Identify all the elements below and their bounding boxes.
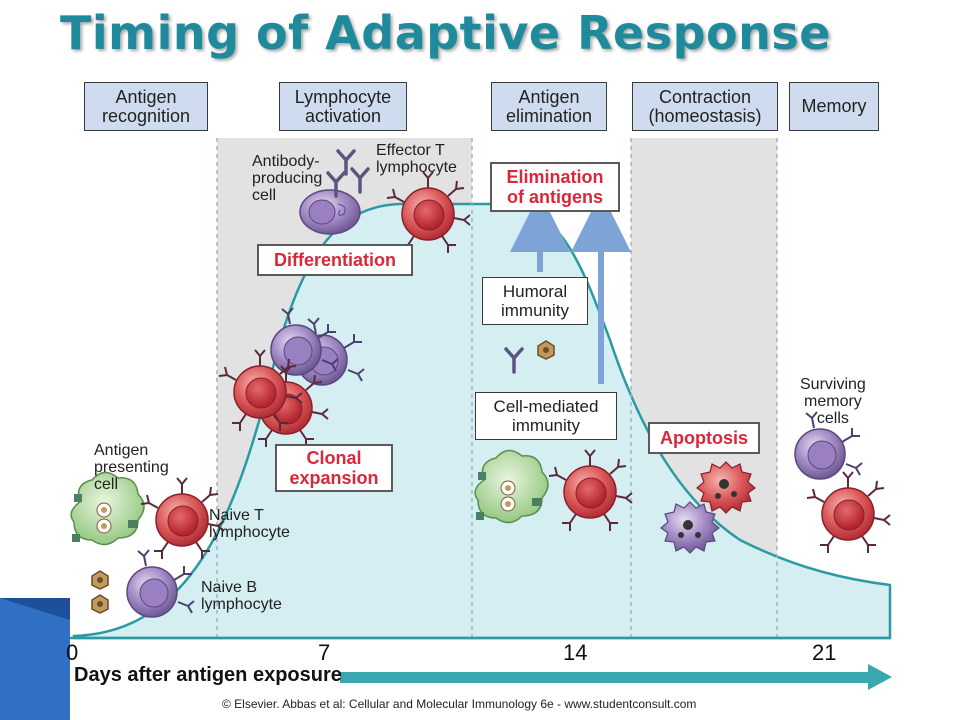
slide-title: Timing of Adaptive Response: [60, 6, 831, 60]
time-arrow: [340, 664, 892, 690]
apoptosis-label: Apoptosis: [648, 422, 760, 454]
differentiation-label: Differentiation: [257, 244, 413, 276]
antigen-icon: [91, 570, 109, 590]
antigen-presenting-cell-label: Antigen presenting cell: [94, 442, 169, 493]
surviving-memory-cells-label: Surviving memory cells: [800, 376, 866, 427]
tick-label-21: 21: [812, 640, 837, 665]
naive-t-lymphocyte-label: Naive T lymphocyte: [209, 507, 290, 541]
copyright-notice: © Elsevier. Abbas et al: Cellular and Mo…: [222, 697, 697, 711]
antibody-producing-cell-icon: [299, 189, 361, 235]
memory-t-cell-icon: [806, 471, 891, 554]
phase-lymphocyte-activation: Lymphocyte activation: [279, 82, 407, 131]
phase-dividers: [216, 138, 778, 638]
clonal-expansion-label: Clonal expansion: [275, 444, 393, 492]
tick-label-7: 7: [318, 640, 331, 665]
cell-mediated-immunity-label: Cell-mediated immunity: [475, 392, 617, 440]
phase-memory: Memory: [789, 82, 879, 131]
tick-label-0: 0: [66, 640, 79, 665]
antigen-icon: [537, 340, 555, 360]
humoral-immunity-label: Humoral immunity: [482, 277, 588, 325]
phase-antigen-elimination: Antigen elimination: [491, 82, 607, 131]
phase-antigen-recognition: Antigen recognition: [84, 82, 208, 131]
effector-t-lymphocyte-label: Effector T lymphocyte: [376, 142, 457, 176]
naive-b-lymphocyte-label: Naive B lymphocyte: [201, 579, 282, 613]
elimination-of-antigens-label: Elimination of antigens: [490, 162, 620, 212]
antibody-producing-cell-label: Antibody- producing cell: [252, 153, 323, 204]
phase-contraction: Contraction (homeostasis): [632, 82, 778, 131]
tick-label-14: 14: [563, 640, 588, 665]
x-axis-title: Days after antigen exposure: [74, 664, 342, 686]
antigen-icon: [91, 594, 109, 614]
